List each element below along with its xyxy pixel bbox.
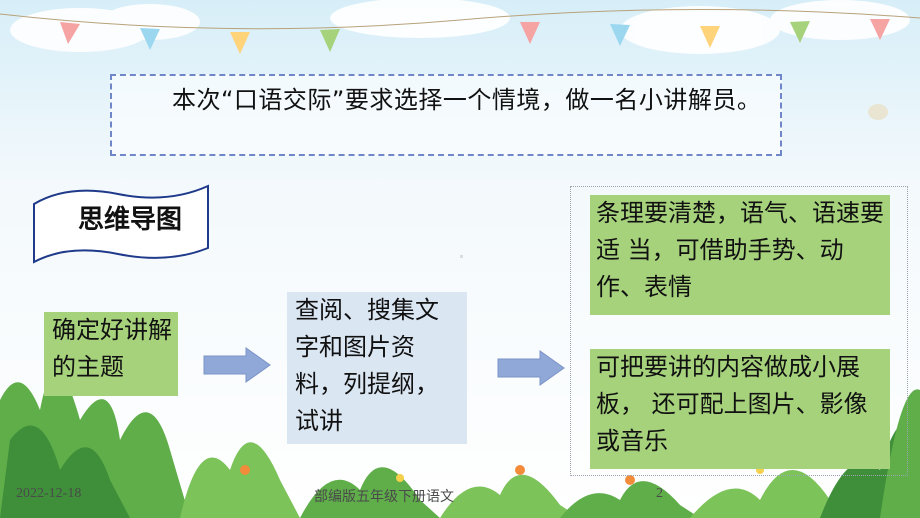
footer-page-number: 2 (656, 486, 663, 501)
topic-text: 确定好讲解的主题 (52, 316, 172, 381)
footer-date: 2022-12-18 (16, 486, 82, 501)
arrow-right-icon (497, 350, 565, 386)
tip-text: 可把要讲的内容做成小展板， 还可配上图片、影像或音乐 (596, 353, 868, 455)
clouds (10, 0, 910, 54)
mindmap-title-banner (33, 184, 209, 264)
process-text: 查阅、搜集文字和图片资料，列提纲，试讲 (295, 296, 439, 435)
tips-frame (570, 186, 908, 476)
center-dot (460, 255, 463, 258)
bunting-flags (60, 19, 890, 54)
intro-text: 本次“口语交际”要求选择一个情境，做一名小讲解员。 (172, 86, 762, 114)
arrow-right-icon (203, 347, 271, 383)
mindmap-title: 思维导图 (77, 205, 182, 235)
footer-subject: 部编版五年级下册语文 (314, 490, 454, 505)
tip-text: 条理要清楚，语气、语速要适 当，可借助手势、动作、表情 (596, 199, 884, 301)
process-box: 查阅、搜集文字和图片资料，列提纲，试讲 (287, 292, 467, 444)
intro-box (110, 74, 782, 156)
tip-box: 条理要清楚，语气、语速要适 当，可借助手势、动作、表情 (590, 195, 890, 315)
tip-box: 可把要讲的内容做成小展板， 还可配上图片、影像或音乐 (590, 349, 890, 469)
topic-box: 确定好讲解的主题 (44, 312, 178, 396)
